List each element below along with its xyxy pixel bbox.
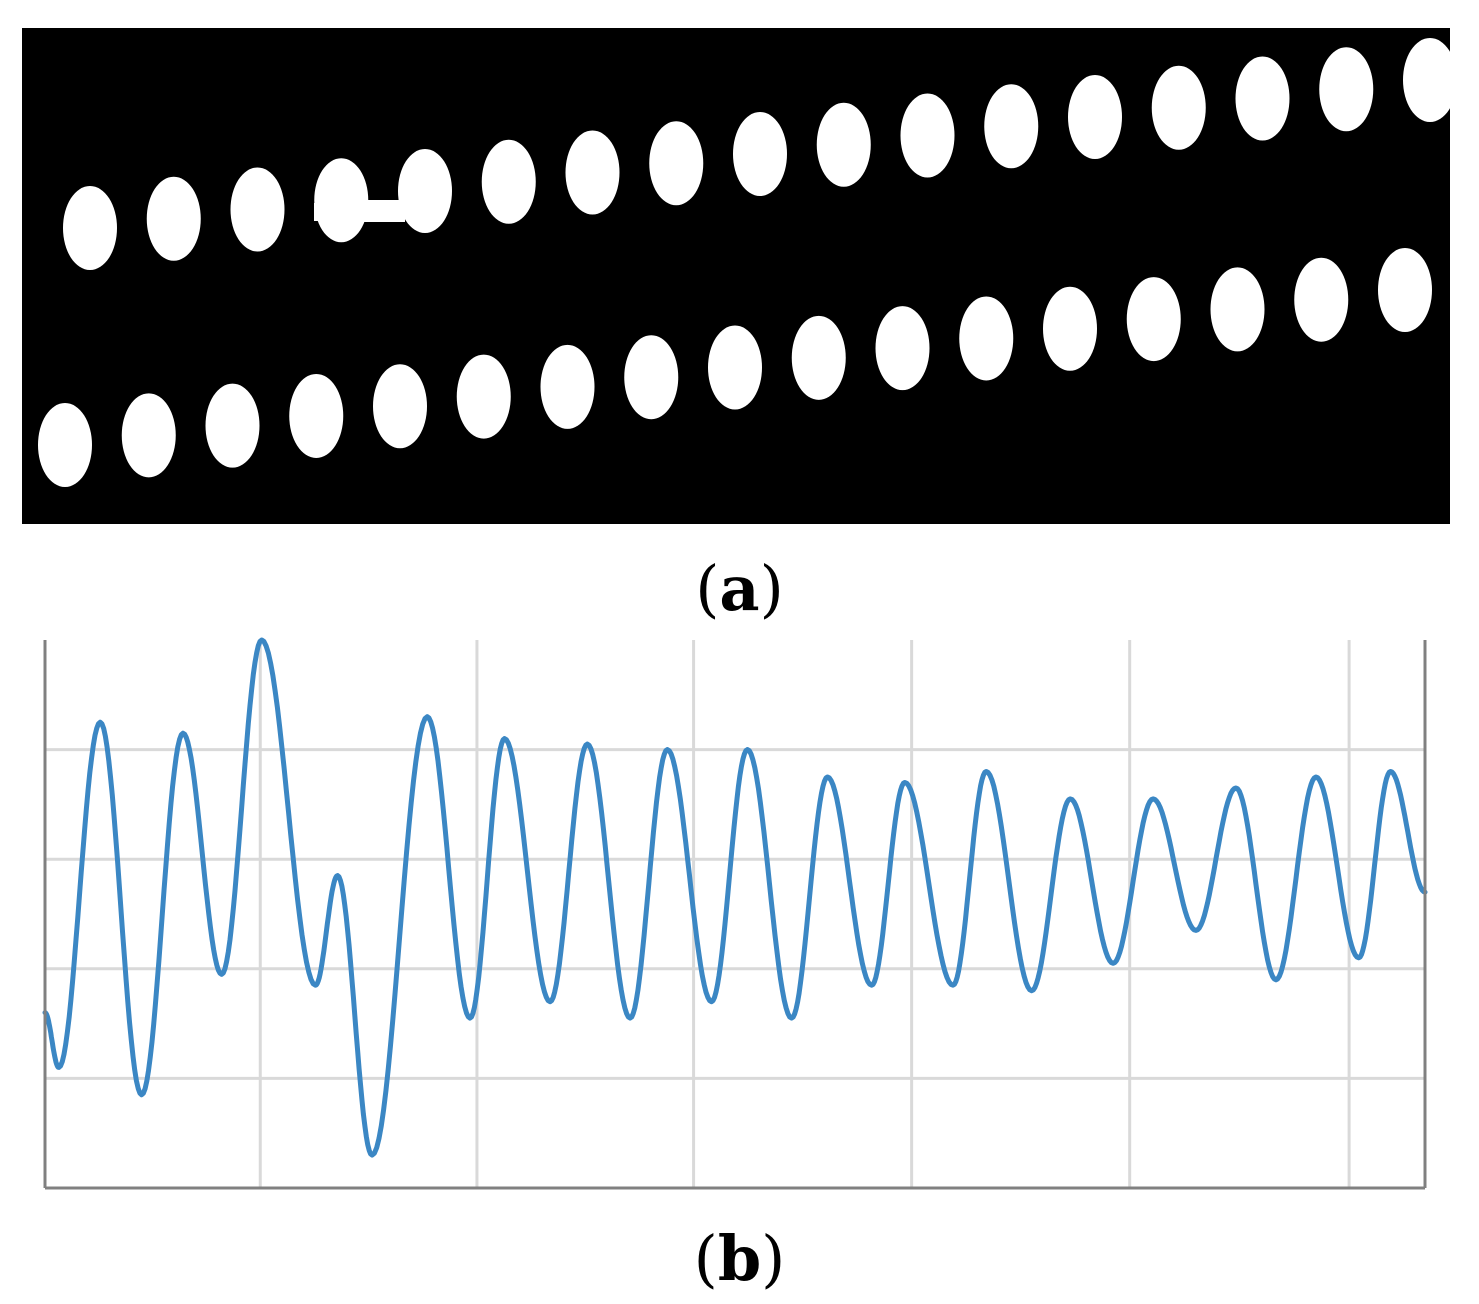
blob-row2-7 — [540, 344, 595, 429]
blob-row2-14 — [1126, 277, 1181, 362]
signal-line — [42, 637, 1428, 1158]
blob-row2-13 — [1043, 286, 1097, 371]
blob-row1-15 — [1235, 56, 1290, 141]
blob-fragment — [345, 200, 405, 222]
blob-row1-2 — [146, 176, 201, 261]
blob-row2-16 — [1294, 257, 1349, 342]
blob-row1-10 — [816, 102, 871, 187]
blob-row1-8 — [649, 121, 704, 206]
blob-row2-12 — [959, 296, 1014, 381]
caption-b: (b) — [693, 1222, 786, 1295]
blob-row1-3 — [230, 167, 285, 252]
blob-row1-13 — [1068, 75, 1122, 159]
binary-blobs — [38, 38, 1457, 487]
blob-row1-9 — [733, 112, 787, 196]
blob-row1-7 — [565, 130, 620, 215]
blob-row1-14 — [1151, 65, 1206, 150]
blob-row2-3 — [205, 383, 260, 468]
blob-row1-5 — [398, 149, 452, 233]
blob-row2-5 — [373, 364, 427, 449]
blob-row2-6 — [456, 354, 511, 439]
binary-image-background — [22, 28, 1450, 524]
blob-row2-17 — [1378, 248, 1432, 332]
blob-row1-12 — [984, 84, 1039, 169]
blob-row2-15 — [1210, 267, 1265, 352]
blob-row2-4 — [289, 373, 344, 458]
blob-row2-10 — [791, 315, 846, 400]
blob-row1-6 — [481, 139, 536, 224]
blob-row2-9 — [708, 325, 762, 410]
blob-row2-1 — [38, 403, 92, 487]
blob-row1-1 — [63, 186, 117, 270]
blob-row1-11 — [900, 93, 955, 178]
blob-row2-2 — [121, 393, 176, 478]
blob-row1-16 — [1319, 47, 1374, 132]
blob-row2-11 — [875, 306, 930, 391]
blob-dot — [314, 203, 334, 221]
blob-row2-8 — [624, 335, 679, 420]
chart-axes — [43, 640, 1427, 1190]
chart-grid — [45, 640, 1425, 1188]
caption-a: (a) — [695, 552, 784, 625]
blob-row1-17 — [1403, 38, 1457, 122]
